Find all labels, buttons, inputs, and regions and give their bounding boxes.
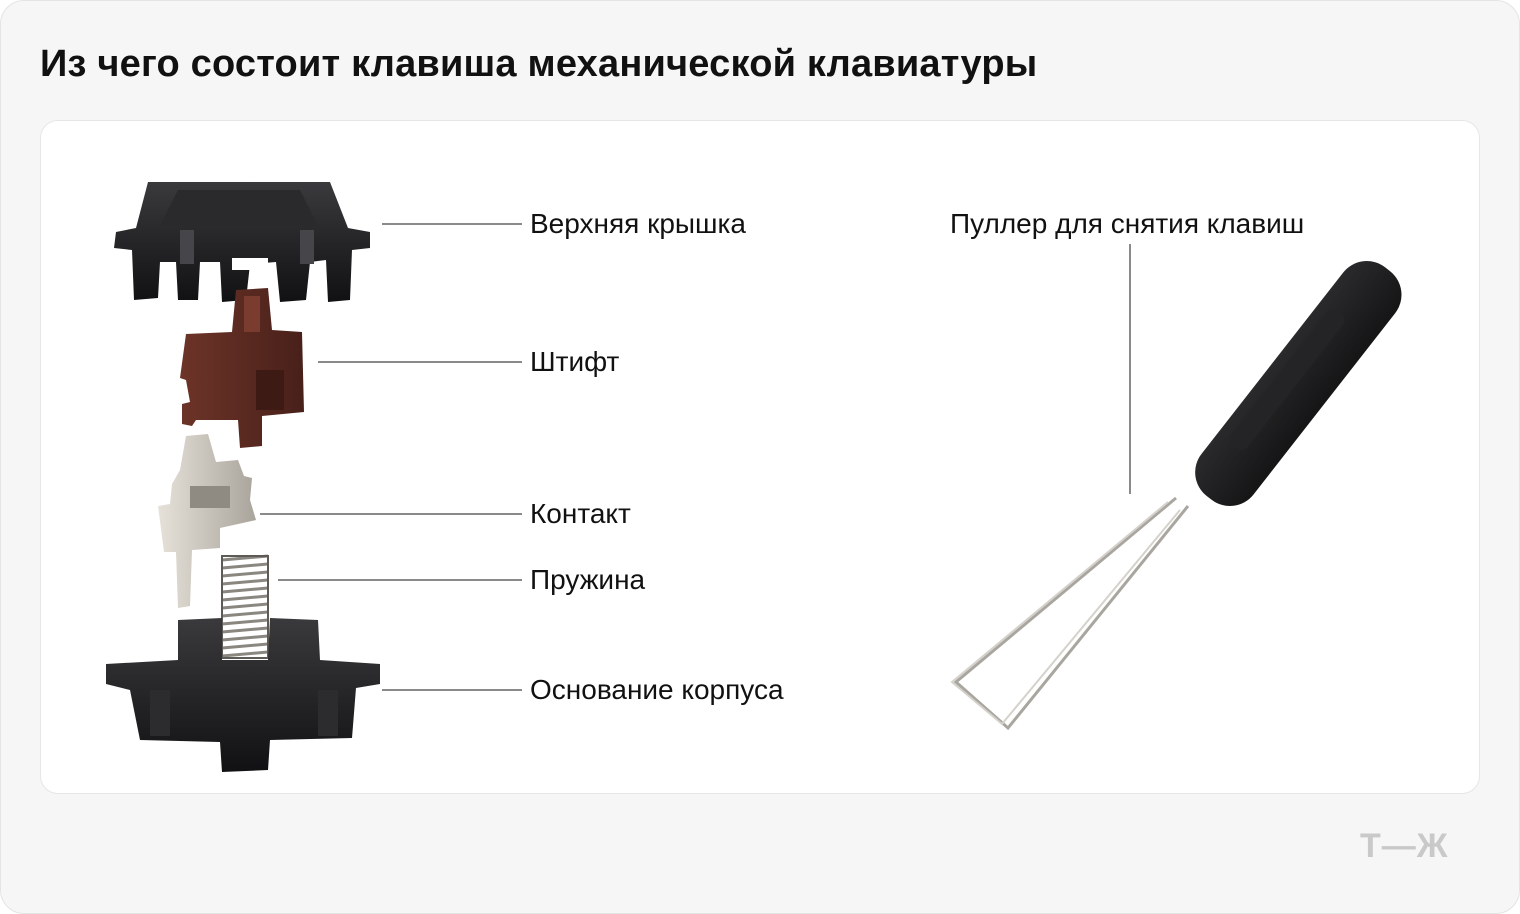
spring-part: [221, 554, 269, 659]
top-cover-part: [114, 182, 370, 302]
stem-part: [180, 288, 304, 448]
leader-lines: [260, 223, 1131, 691]
label-spring: Пружина: [530, 564, 646, 595]
keycap-puller: [950, 261, 1402, 731]
label-base: Основание корпуса: [530, 674, 784, 705]
label-contact: Контакт: [530, 498, 631, 529]
label-puller: Пуллер для снятия клавиш: [950, 208, 1305, 239]
page-title: Из чего состоит клавиша механической кла…: [40, 43, 1038, 85]
base-housing-part: [106, 618, 380, 772]
contact-part: [158, 434, 256, 608]
label-top-cover: Верхняя крышка: [530, 208, 746, 239]
label-stem: Штифт: [530, 346, 620, 377]
brand-logo: Т—Ж: [1360, 827, 1449, 865]
